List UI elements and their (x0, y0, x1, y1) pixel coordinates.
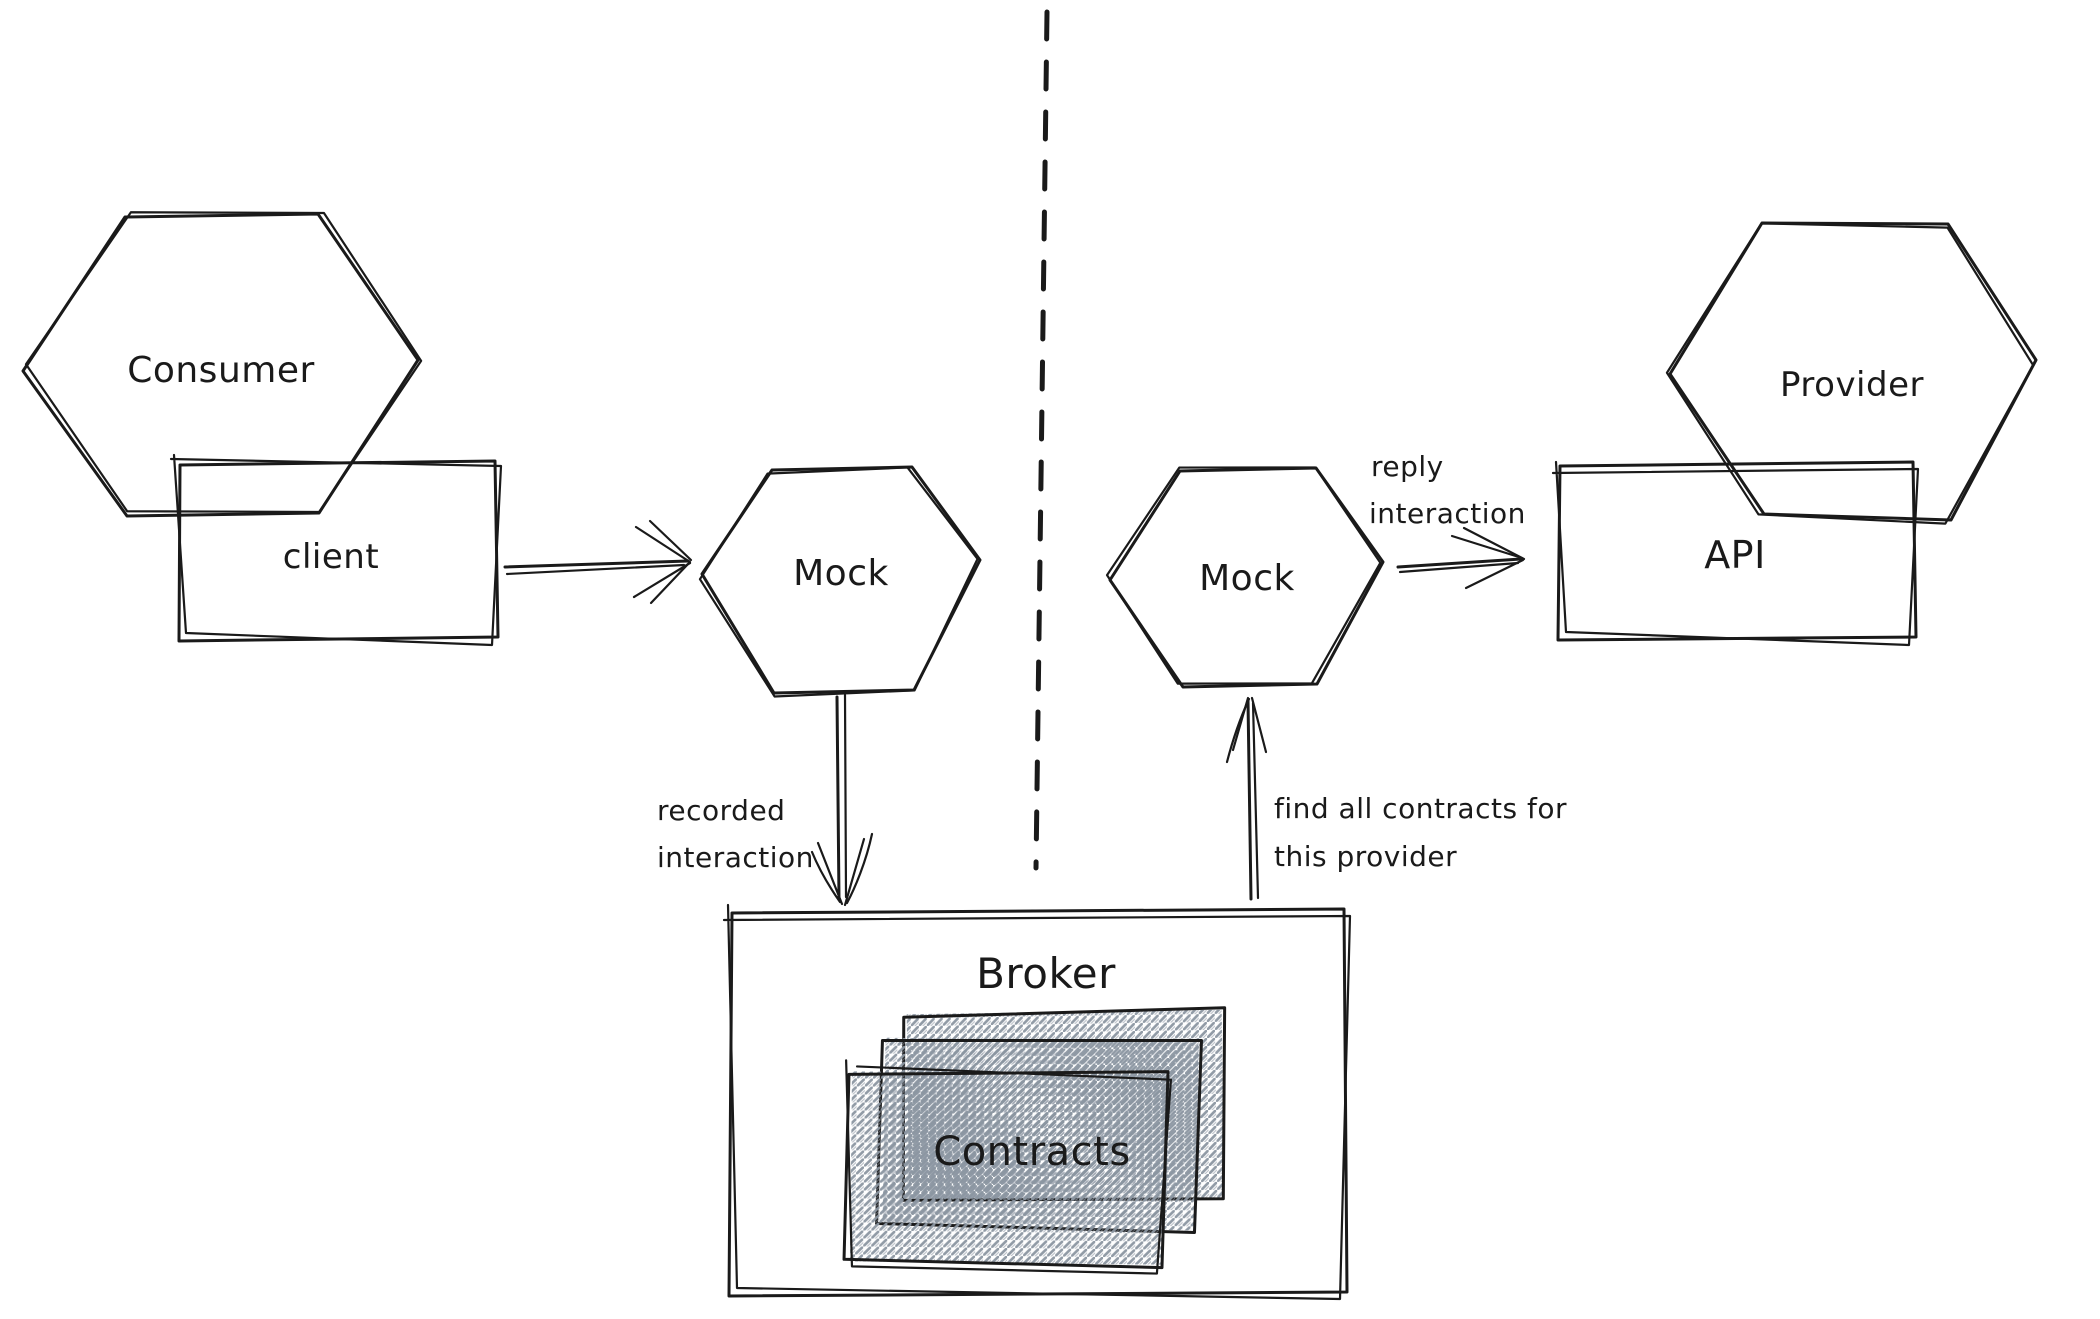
edge-label-line: reply (1371, 450, 1444, 483)
client-node[interactable]: client (169, 453, 503, 647)
client-rect-outline (169, 453, 503, 647)
edge-label-line: interaction (657, 841, 814, 874)
arrow-shaft (843, 693, 848, 899)
mock-right-node[interactable]: Mock (1105, 463, 1385, 689)
client-rect-outline (177, 459, 500, 643)
arrow-head (845, 832, 874, 905)
provider-node[interactable]: Provider (1664, 221, 2038, 525)
arrow-head (816, 841, 844, 906)
client-label: client (283, 537, 379, 577)
contract-sheet-fill (850, 1071, 1165, 1265)
arrow-head (1464, 558, 1525, 590)
arrow-shaft (1251, 701, 1260, 900)
broker-rect-outline (722, 903, 1352, 1301)
edge-label-line: find all contracts for (1274, 792, 1567, 825)
consumer-label: Consumer (127, 350, 315, 391)
provider-label: Provider (1780, 365, 1924, 405)
contract-sheet-outline (842, 1070, 1170, 1270)
arrow-head (1250, 696, 1268, 754)
edge-label-line: interaction (1369, 497, 1526, 530)
recorded-interaction-label[interactable]: recorded interaction (657, 794, 814, 874)
provider-hexagon-outline (1665, 222, 2035, 525)
contract-sheet-outline (845, 1059, 1173, 1275)
arrow-head (649, 561, 691, 605)
arrow-client-to-mock[interactable] (503, 519, 693, 605)
reply-interaction-label[interactable]: reply interaction (1369, 450, 1526, 530)
broker-label: Broker (976, 949, 1116, 998)
arrow-mock-to-api[interactable] (1396, 526, 1526, 590)
arrow-head (648, 519, 693, 562)
arrow-shaft (1246, 699, 1253, 901)
api-rect-outline (1551, 460, 1920, 647)
contracts-label: Contracts (933, 1129, 1130, 1175)
arrow-head (1450, 534, 1524, 560)
arrow-head (1225, 697, 1251, 764)
arrow-head (1462, 526, 1526, 561)
edge-label-line: this provider (1274, 840, 1457, 873)
mock-left-node[interactable]: Mock (698, 465, 982, 698)
contracts-stack[interactable]: Contracts (842, 1006, 1227, 1275)
api-rect-outline (1556, 460, 1918, 642)
arrow-shaft (503, 559, 690, 569)
mock-right-label: Mock (1199, 558, 1295, 599)
api-label: API (1704, 533, 1766, 577)
arrow-head (810, 850, 842, 904)
arrow-shaft (1396, 557, 1523, 569)
edge-label-line: recorded (657, 794, 785, 827)
arrow-head (632, 561, 692, 599)
arrow-head (843, 837, 866, 907)
consumer-node[interactable]: Consumer (21, 207, 424, 518)
arrow-shaft (505, 563, 686, 576)
broker-rect-outline (727, 907, 1349, 1298)
divider-dashed-line[interactable] (1033, 9, 1050, 871)
find-contracts-label[interactable]: find all contracts for this provider (1274, 792, 1567, 873)
arrow-mock-to-broker[interactable] (810, 693, 874, 907)
divider-stroke (1033, 9, 1050, 871)
arrow-shaft (835, 695, 841, 901)
arrow-head (634, 525, 692, 564)
arrow-shaft (1398, 561, 1520, 574)
contract-sheet-front (842, 1059, 1173, 1275)
provider-hexagon-outline (1668, 221, 2038, 522)
arrow-broker-to-mock[interactable] (1225, 696, 1268, 901)
mock-right-hexagon-outline (1105, 466, 1382, 685)
mock-left-label: Mock (793, 553, 889, 594)
mock-left-hexagon-outline (698, 466, 979, 698)
consumer-hexagon-outline (24, 211, 423, 514)
broker-node[interactable]: Broker Contracts (722, 903, 1352, 1301)
api-node[interactable]: API (1551, 460, 1920, 647)
